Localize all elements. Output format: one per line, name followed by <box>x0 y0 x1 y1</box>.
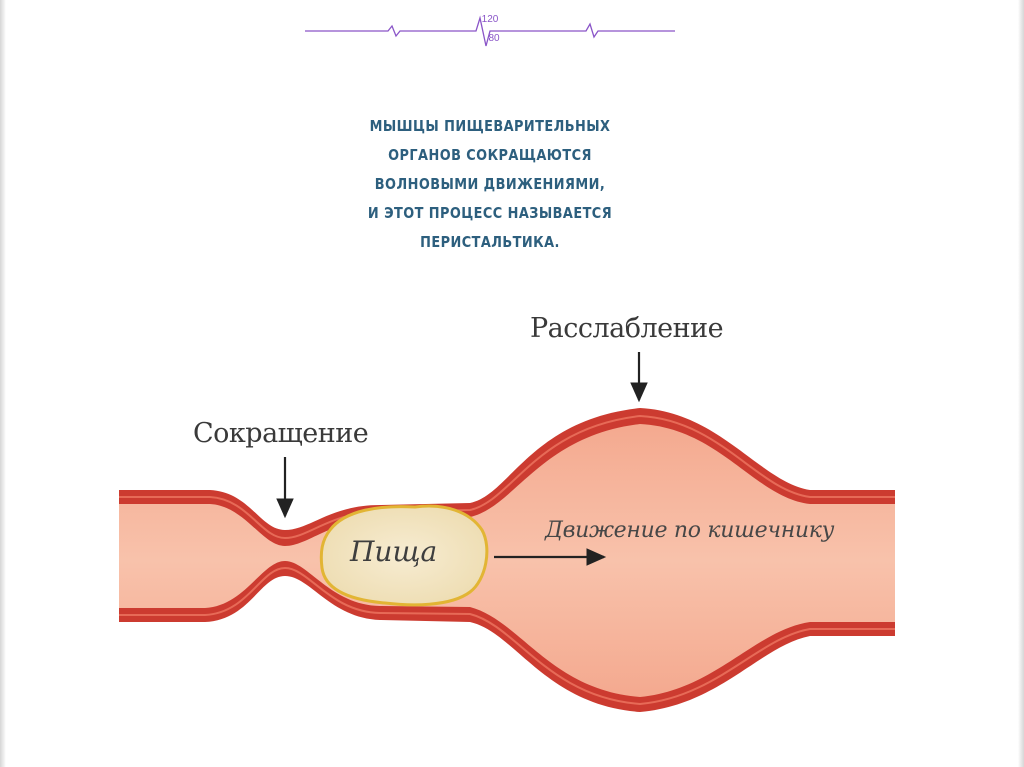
food-label: Пища <box>350 535 438 568</box>
caption-line: И ЭТОТ ПРОЦЕСС НАЗЫВАЕТСЯ <box>367 204 613 222</box>
caption-line: ВОЛНОВЫМИ ДВИЖЕНИЯМИ, <box>374 175 606 193</box>
diastolic-value: 80 <box>488 33 500 44</box>
pulse-line-logo <box>305 15 675 47</box>
relaxation-label: Расслабление <box>530 313 724 344</box>
right-slide-edge <box>1018 0 1024 767</box>
caption-line: ПЕРИСТАЛЬТИКА. <box>420 233 560 251</box>
movement-label: Движение по кишечнику <box>545 518 835 543</box>
intestine-lumen <box>119 424 895 697</box>
intestine-wall-highlight <box>119 414 895 540</box>
caption-line: МЫШЦЫ ПИЩЕВАРИТЕЛЬНЫХ <box>369 117 611 135</box>
left-slide-edge <box>0 0 6 767</box>
slide-caption: МЫШЦЫ ПИЩЕВАРИТЕЛЬНЫХ ОРГАНОВ СОКРАЩАЮТС… <box>327 112 654 257</box>
food-bolus <box>319 504 489 607</box>
systolic-value: 120 <box>481 14 499 25</box>
intestine-wall-highlight <box>119 566 895 706</box>
contraction-label: Сокращение <box>193 418 369 449</box>
caption-line: ОРГАНОВ СОКРАЩАЮТСЯ <box>388 146 592 164</box>
